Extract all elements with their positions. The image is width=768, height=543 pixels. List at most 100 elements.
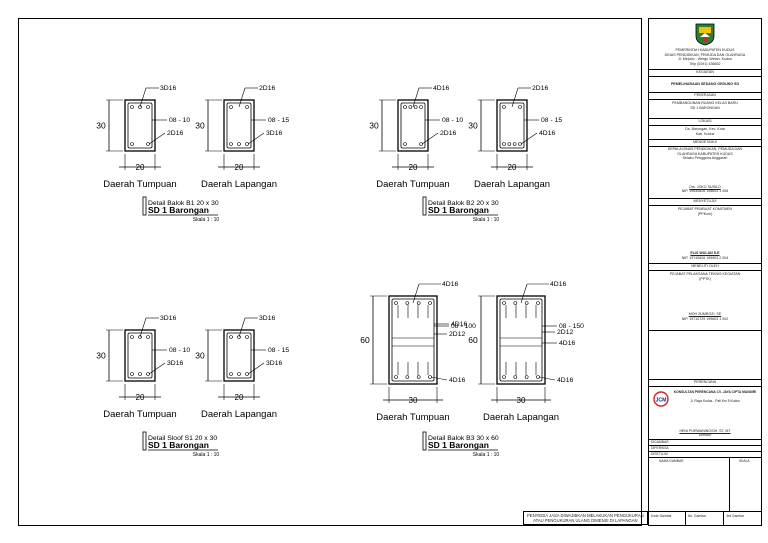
rebar-top (502, 301, 506, 305)
leader-line (247, 362, 265, 375)
rebar-bottom (512, 142, 517, 146)
title-marker (422, 431, 427, 451)
top-bar-label: 3D16 (160, 315, 176, 322)
pptk-role: PEJABAT PELAKSANA TEKNIS KEGIATAN (PPTK) (669, 272, 741, 281)
bottom-bar-label: 3D16 (167, 360, 183, 367)
rebar-top (146, 105, 150, 109)
height-dimension-label: 30 (96, 121, 106, 131)
leader-line (421, 132, 439, 145)
section-caption: Daerah Tumpuan (376, 179, 449, 190)
width-dimension-label: 20 (136, 163, 145, 172)
height-dimension-label: 30 (369, 121, 379, 131)
rebar-bottom (502, 142, 506, 146)
rebar-top (229, 335, 233, 339)
consultant-address: Jl. Raya Kudus - Pati Km 5 Kudus (690, 399, 740, 403)
detail-scale: Skala 1 : 10 (193, 452, 220, 458)
rebar-top (130, 335, 134, 339)
stirrup (127, 102, 153, 149)
rebar-top (403, 105, 407, 109)
rebar-top (502, 105, 506, 109)
rebar-bottom (130, 142, 134, 146)
rebar-top (408, 105, 413, 109)
no-gambar-label: No. Gambar (688, 514, 706, 518)
leader-line (139, 317, 147, 338)
height-dimension-label: 30 (468, 121, 478, 131)
title-block: PEMERINTAH KABUPATEN KUDUS DINAS PENDIDI… (648, 18, 762, 526)
rebar-top (416, 301, 421, 305)
beam-section-outline (388, 295, 438, 385)
kepala-nip: NIP. 19640826 198603 1 006 (681, 189, 729, 193)
rebar-bottom (502, 375, 506, 379)
ppkom-name: ELIS WULAN S.E (690, 251, 720, 255)
leader-line (238, 317, 246, 338)
stirrup (499, 102, 525, 149)
bottom-bar-label: 2D16 (440, 130, 456, 137)
regency-emblem-icon (694, 22, 716, 46)
leader-line (247, 132, 265, 145)
bottom-bar-label: 3D16 (266, 130, 282, 137)
rebar-top (245, 105, 249, 109)
rebar-top (237, 335, 241, 339)
width-dimension-label: 20 (235, 163, 244, 172)
leader-line (238, 87, 246, 108)
leader-line (148, 362, 166, 375)
jml-gambar-label: Jml Gambar (726, 514, 744, 518)
side-bar-label: 2D12 (557, 329, 573, 336)
row-disetujui: DISETUJUI (651, 452, 669, 456)
mengetahui-label: MENGETAHUI (693, 140, 717, 144)
director-role: Direktur (698, 433, 712, 437)
width-dimension-label: 20 (235, 393, 244, 402)
pptk-nip: NIP. 19710729 199603 1 002 (681, 317, 729, 321)
stirrup-label: 08 - 15 (268, 117, 289, 124)
kegiatan-label: KEGIATAN (696, 70, 714, 74)
bottom-bar-label: 3D16 (266, 360, 282, 367)
width-dimension-label: 20 (136, 393, 145, 402)
section-caption: Daerah Lapangan (201, 179, 277, 190)
section-caption: Daerah Tumpuan (376, 412, 449, 423)
section-caption: Daerah Tumpuan (103, 409, 176, 420)
bottom-bar-label: 4D16 (557, 377, 573, 384)
stirrup (400, 102, 426, 149)
detail-scale: Skala 1 : 10 (193, 217, 220, 223)
top-bar-label: 4D16 (442, 281, 458, 288)
agency-header: PEMERINTAH KABUPATEN KUDUS DINAS PENDIDI… (664, 48, 746, 66)
rebar-top (146, 335, 150, 339)
middle-bar-label: 4D16 (559, 340, 575, 347)
section-caption: Daerah Lapangan (201, 409, 277, 420)
leader-line (148, 132, 166, 145)
consultant-name: KONSULTAN PERENCANA CV. JAYA CIPTA MANDI… (673, 390, 757, 394)
title-marker (142, 196, 147, 216)
top-bar-label: 4D16 (550, 281, 566, 288)
leader-line (520, 283, 528, 304)
section-caption: Daerah Lapangan (474, 179, 550, 190)
detail-project: SD 1 Barongan (148, 205, 209, 215)
rebar-top (428, 301, 432, 305)
kode-gambar-label: Kode Gambar (651, 514, 672, 518)
lokasi-label: LOKASI (698, 119, 712, 123)
menyetujui-label: MENYETUJUI (693, 199, 717, 203)
rebar-bottom (237, 142, 241, 146)
rebar-top (138, 335, 142, 339)
rebar-bottom (405, 375, 410, 379)
top-bar-label: 2D16 (259, 85, 275, 92)
height-dimension-label: 60 (468, 335, 478, 345)
top-bar-label: 3D16 (160, 85, 176, 92)
leader-line (511, 87, 519, 108)
beam-section-outline (496, 295, 546, 385)
rebar-top (405, 301, 410, 305)
ppkom-role: PEJABAT PEMBUAT KOMITMEN (PPKom) (677, 207, 733, 216)
pekerjaan-label: PEKERJAAN (694, 93, 716, 97)
detail-project: SD 1 Barongan (148, 440, 209, 450)
side-bar-label: 2D12 (449, 331, 465, 338)
rebar-top (394, 301, 398, 305)
rebar-top (536, 301, 540, 305)
rebar-bottom (403, 142, 407, 146)
stirrup (499, 298, 543, 382)
rebar-top (513, 301, 518, 305)
footer-note: PENYEDIA JASA DIWAJIBKAN MELAKUKAN PENGU… (523, 511, 648, 525)
rebar-bottom (416, 375, 421, 379)
stirrup-label: 08 - 10 (169, 347, 190, 354)
leader-line (412, 283, 420, 304)
rebar-bottom (513, 375, 518, 379)
detail-scale: Skala 1 : 10 (473, 217, 500, 223)
